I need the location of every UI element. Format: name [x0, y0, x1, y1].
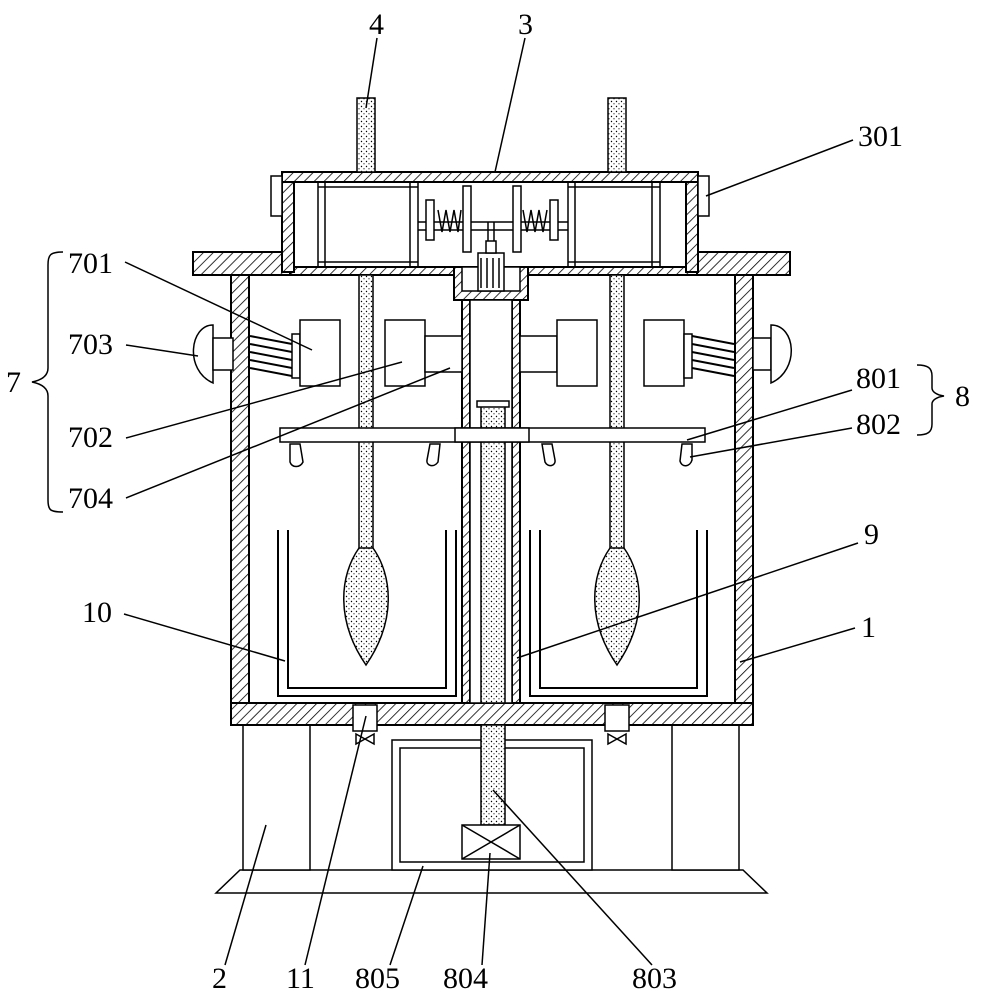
label-804: 804 — [443, 962, 488, 995]
paddle-left — [343, 547, 389, 667]
drive-screw-lower — [480, 724, 506, 826]
slider-block-right-inner — [556, 319, 598, 387]
label-7: 7 — [6, 366, 21, 399]
label-801: 801 — [856, 362, 901, 395]
rod-left — [356, 97, 376, 173]
top-flange — [192, 251, 291, 276]
center-motor — [477, 252, 505, 292]
shaft-sleeve-right — [511, 299, 521, 704]
container-bottom — [230, 702, 754, 726]
rod-right — [607, 97, 627, 173]
label-701: 701 — [68, 247, 113, 280]
label-11: 11 — [286, 962, 315, 995]
label-4: 4 — [369, 8, 384, 41]
slider-block-left — [299, 319, 341, 387]
gear-right-2 — [549, 199, 559, 241]
leg-right — [671, 724, 740, 871]
label-702: 702 — [68, 421, 113, 454]
basket-right — [529, 530, 708, 697]
gear-right — [512, 185, 522, 253]
leg-left — [242, 724, 311, 871]
label-803: 803 — [632, 962, 677, 995]
top-flange-right — [696, 251, 791, 276]
shaft-sleeve-left — [461, 299, 471, 704]
clamp-assembly — [192, 319, 792, 387]
nozzle-2 — [426, 443, 441, 467]
brace-7 — [31, 251, 64, 513]
label-1: 1 — [861, 611, 876, 644]
label-10: 10 — [82, 596, 112, 629]
gear-left — [425, 199, 435, 241]
nozzle-1 — [289, 443, 304, 468]
label-3: 3 — [518, 8, 533, 41]
top-box-left-wall — [281, 171, 295, 273]
top-box-side-tab-right — [697, 175, 710, 217]
rod-right-lower — [609, 274, 625, 551]
spring-right — [691, 335, 735, 377]
spring-701-left — [249, 335, 293, 377]
top-spring-right — [522, 209, 548, 233]
label-9: 9 — [864, 518, 879, 551]
label-301: 301 — [858, 120, 903, 153]
stirring-rods — [343, 97, 640, 667]
paddle-right — [594, 547, 640, 667]
top-box-side-tab-left — [270, 175, 283, 217]
brace-8 — [916, 364, 945, 436]
nozzle-3 — [541, 443, 556, 467]
valve-right — [607, 732, 627, 746]
label-8: 8 — [955, 380, 970, 413]
container-right-wall — [734, 274, 754, 706]
slider-block-right — [643, 319, 685, 387]
label-2: 2 — [212, 962, 227, 995]
top-spring-left — [437, 209, 462, 233]
label-805: 805 — [355, 962, 400, 995]
rod-left-lower — [358, 274, 374, 551]
valve-left — [355, 732, 375, 746]
spray-bar — [279, 427, 706, 468]
drain-valves — [352, 704, 630, 746]
top-box-right-wall — [685, 171, 699, 273]
leader-lines — [31, 37, 945, 966]
baskets — [277, 530, 708, 697]
central-shaft — [461, 299, 521, 860]
knob-right — [770, 324, 792, 385]
label-704: 704 — [68, 482, 113, 515]
nozzle-802 — [679, 443, 693, 467]
top-box — [270, 171, 710, 301]
screw-cap — [476, 400, 510, 408]
base-plate — [214, 869, 769, 894]
label-802: 802 — [856, 408, 901, 441]
slider-block-702 — [384, 319, 426, 387]
gear-left-2 — [462, 185, 472, 253]
drive-screw-803 — [480, 402, 506, 704]
basket-left — [277, 530, 457, 697]
knob-703-left — [192, 324, 214, 385]
labels: 4 3 301 701 703 7 702 704 801 802 8 9 10… — [6, 8, 970, 995]
label-703: 703 — [68, 328, 113, 361]
top-box-top — [281, 171, 699, 183]
